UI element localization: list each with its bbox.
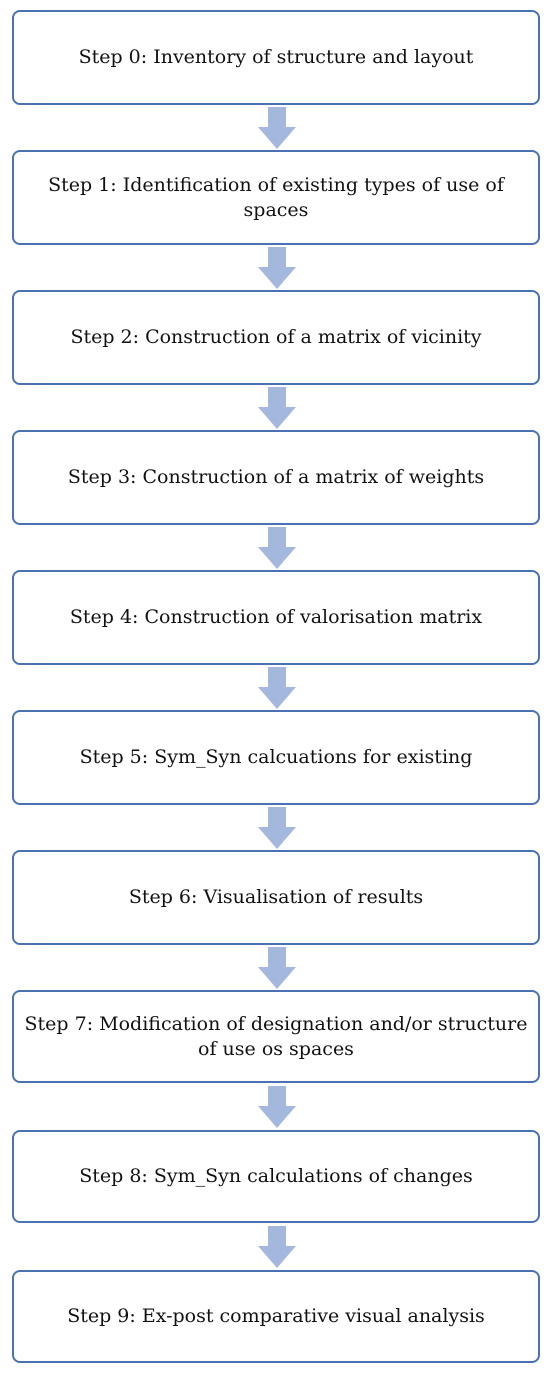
step-9-label: Step 9: Ex-post comparative visual analy…	[67, 1305, 485, 1327]
step-7-label: Step 7: Modification of designation and/…	[24, 1012, 528, 1060]
down-arrow-icon	[258, 527, 296, 569]
step-2-box: Step 2: Construction of a matrix of vici…	[12, 290, 540, 385]
step-3-box: Step 3: Construction of a matrix of weig…	[12, 430, 540, 525]
down-arrow-icon	[258, 1226, 296, 1268]
step-5-box: Step 5: Sym_Syn calcuations for existing	[12, 710, 540, 805]
step-8-box: Step 8: Sym_Syn calculations of changes	[12, 1130, 540, 1223]
down-arrow-icon	[258, 667, 296, 709]
down-arrow-icon	[258, 947, 296, 989]
step-0-label: Step 0: Inventory of structure and layou…	[78, 46, 474, 68]
step-9-box: Step 9: Ex-post comparative visual analy…	[12, 1270, 540, 1363]
step-6-box: Step 6: Visualisation of results	[12, 850, 540, 945]
down-arrow-icon	[258, 1086, 296, 1128]
step-8-label: Step 8: Sym_Syn calculations of changes	[79, 1165, 473, 1187]
step-1-label: Step 1: Identification of existing types…	[48, 173, 504, 221]
step-4-box: Step 4: Construction of valorisation mat…	[12, 570, 540, 665]
step-6-label: Step 6: Visualisation of results	[128, 886, 424, 908]
step-0-box: Step 0: Inventory of structure and layou…	[12, 10, 540, 105]
step-1-box: Step 1: Identification of existing types…	[12, 150, 540, 245]
down-arrow-icon	[258, 387, 296, 429]
step-5-label: Step 5: Sym_Syn calcuations for existing	[79, 746, 473, 768]
step-2-label: Step 2: Construction of a matrix of vici…	[70, 326, 482, 348]
step-7-box: Step 7: Modification of designation and/…	[12, 990, 540, 1083]
step-4-label: Step 4: Construction of valorisation mat…	[69, 606, 483, 628]
step-3-label: Step 3: Construction of a matrix of weig…	[67, 466, 485, 488]
down-arrow-icon	[258, 107, 296, 149]
down-arrow-icon	[258, 247, 296, 289]
down-arrow-icon	[258, 807, 296, 849]
